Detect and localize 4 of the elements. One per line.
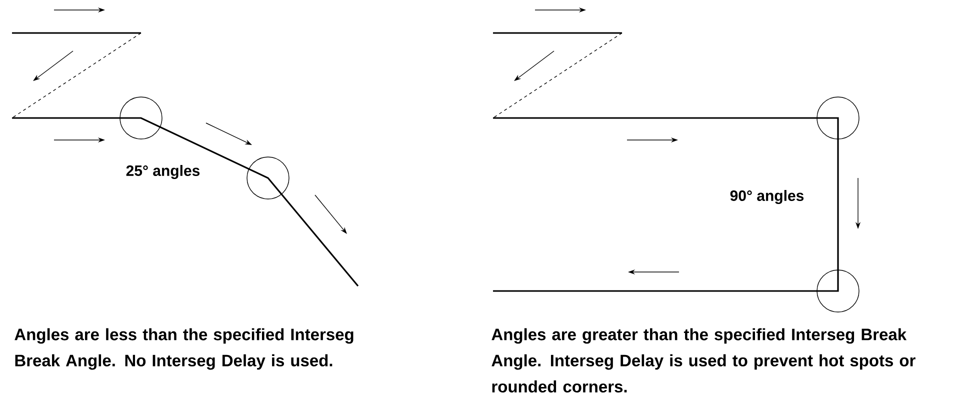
- caption-text: Angles are less than the specified Interseg Break Angle. No Interseg Delay is used.: [14, 328, 354, 370]
- caption-text: Angles are greater than the specified Interseg Break Angle. Interseg Delay is used to prevent hot spots or rounded corners.: [492, 328, 916, 393]
- angle-label: 25° angles: [126, 164, 200, 180]
- angle-label: 90° angles: [730, 190, 804, 204]
